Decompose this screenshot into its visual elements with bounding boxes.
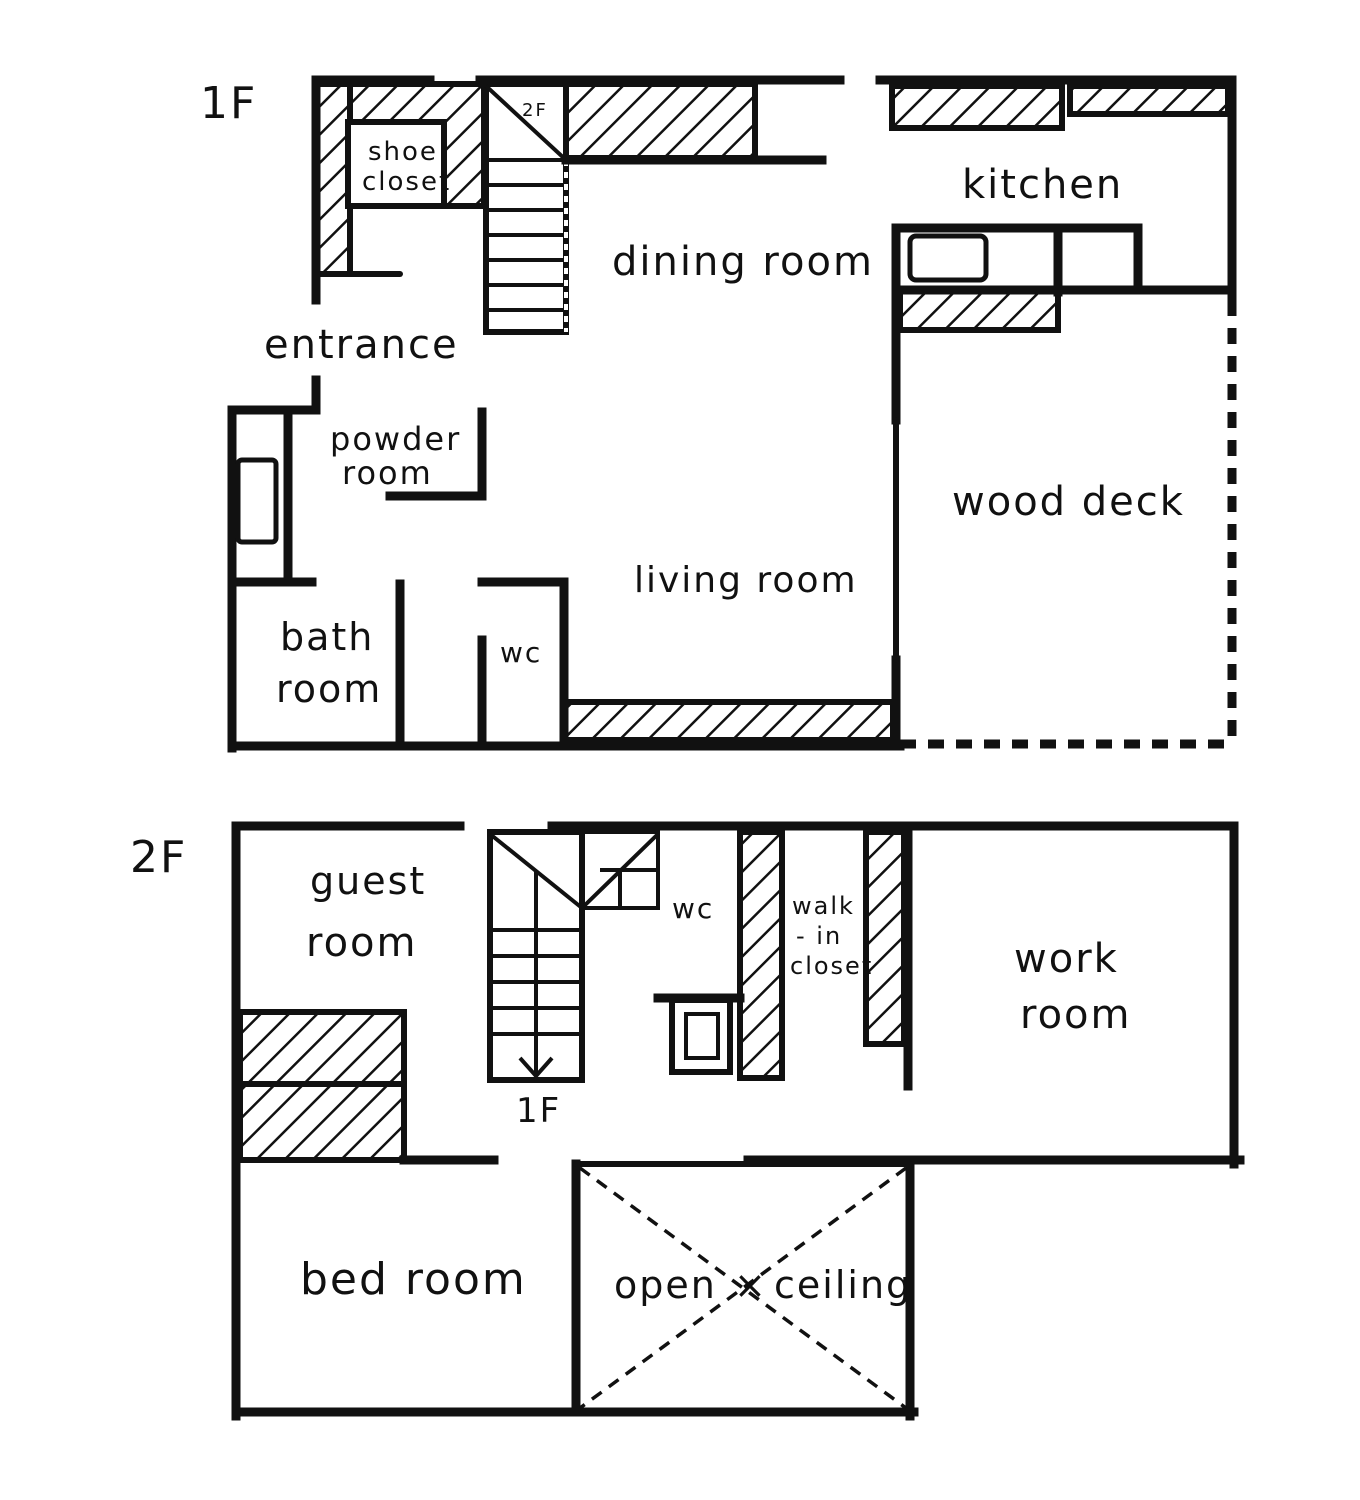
walk-in-closet-label: - in: [796, 922, 842, 950]
walk-in-closet-label: closet: [790, 952, 873, 980]
shoe-closet-label: shoe: [368, 137, 438, 167]
hatch-block: [863, 829, 907, 1047]
kitchen-label: kitchen: [962, 162, 1123, 208]
second-floor-walls: [231, 821, 1245, 1421]
open-ceiling-label: ceiling: [774, 1263, 912, 1307]
hatch-block: [313, 81, 353, 277]
first-floor-hatched-blocks: [313, 81, 1231, 743]
second-floor-label: 2F: [130, 832, 187, 883]
open-ceiling-label: ×: [734, 1263, 768, 1307]
work-room-label: room: [1020, 992, 1131, 1038]
dining-room-label: dining room: [612, 239, 874, 285]
guest-room-label: guest: [310, 859, 426, 903]
toilet-icon: [235, 457, 279, 545]
wc-label: wc: [500, 636, 542, 669]
first-floor-label: 1F: [200, 78, 257, 129]
living-room-label: living room: [634, 560, 858, 601]
wc-label: wc: [672, 892, 714, 925]
open-ceiling-label: open: [614, 1263, 717, 1307]
first-floor-walls: [227, 75, 1237, 753]
sink-icon: [669, 997, 733, 1075]
entrance-label: entrance: [264, 322, 459, 368]
walk-in-closet-label: walk: [792, 892, 855, 920]
hatch-block: [897, 287, 1061, 333]
first-floor-plan: 1F 2F: [200, 75, 1237, 753]
second-floor-plan: 2F 1F: [130, 821, 1245, 1421]
work-room-label: work: [1014, 936, 1119, 982]
open-ceiling-cross: [578, 1166, 908, 1410]
hatch-block: [1067, 83, 1231, 117]
powder-room-label: room: [342, 454, 433, 492]
stair-up: 2F: [483, 81, 569, 335]
hatch-block: [237, 1081, 407, 1163]
stair-down-label: 1F: [516, 1091, 561, 1131]
wood-deck-label: wood deck: [952, 479, 1185, 525]
hatch-block: [562, 699, 896, 743]
bath-room-label: bath: [280, 615, 374, 659]
stair-down: 1F: [487, 829, 660, 1131]
hatch-block: [237, 1009, 407, 1087]
hatch-block: [562, 81, 758, 161]
powder-room-label: powder: [330, 420, 461, 458]
kitchen-sink-icon: [907, 233, 989, 283]
guest-room-label: room: [306, 920, 417, 966]
stair-up-label: 2F: [522, 100, 548, 121]
hatch-block: [889, 83, 1065, 131]
shoe-closet-label: closet: [362, 167, 451, 197]
bed-room-label: bed room: [300, 1254, 527, 1305]
second-floor-hatched-blocks: [237, 829, 907, 1163]
hatch-block: [737, 829, 785, 1081]
shoe-closet-box: [345, 119, 447, 209]
bath-room-label: room: [276, 667, 382, 711]
